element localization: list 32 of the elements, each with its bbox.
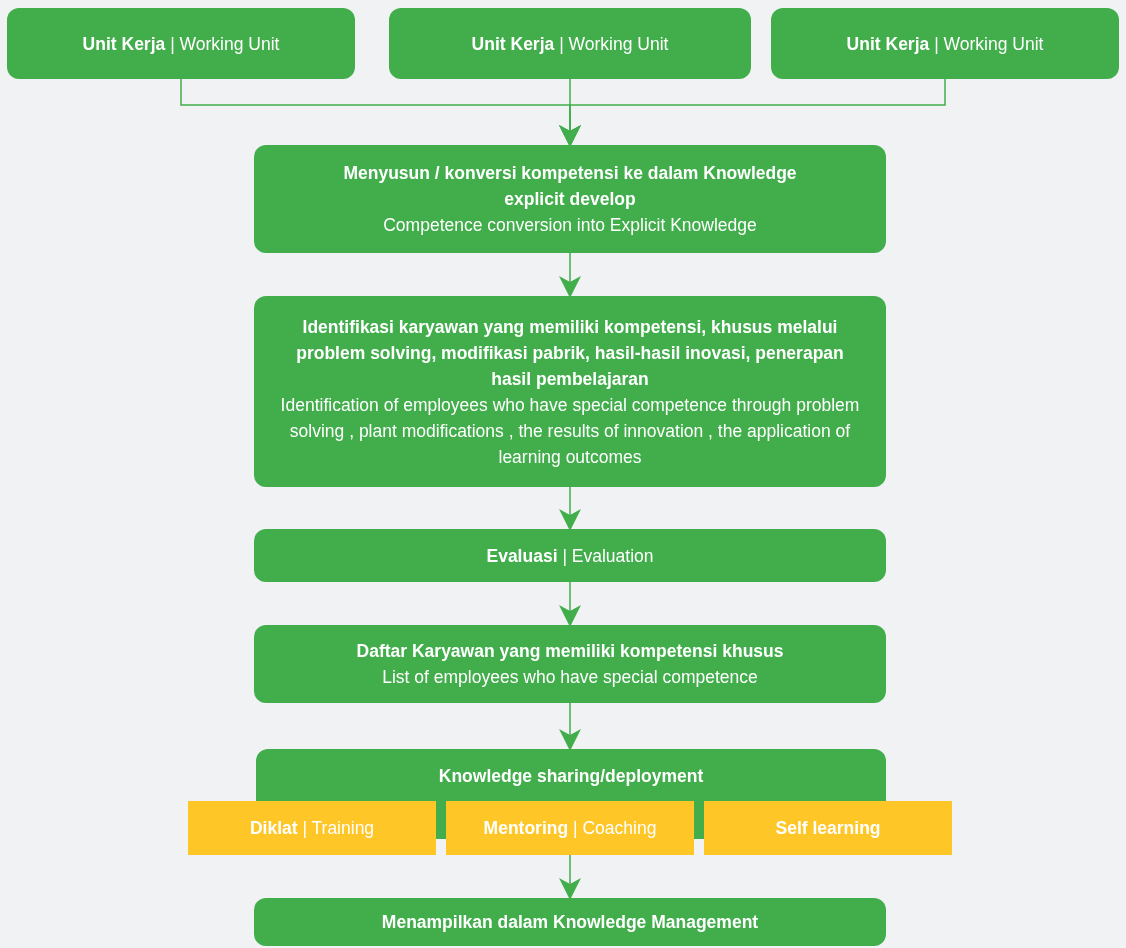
- arrow: [559, 486, 581, 531]
- process-box: [254, 529, 886, 582]
- process-box: [254, 898, 886, 946]
- box-heading: Evaluasi | Evaluation: [486, 544, 654, 568]
- box-heading: Menyusun / konversi kompetensi ke dalam Knowledge explicit develop: [342, 162, 798, 211]
- box-heading: Unit Kerja | Working Unit: [846, 32, 1044, 56]
- box-description: Identification of employees who have special competence through problem solving , plant modifications , the results of innovation , the application of learning outcomes: [279, 393, 861, 469]
- box-heading: Unit Kerja | Working Unit: [82, 32, 280, 56]
- box-description: Competence conversion into Explicit Knowledge: [383, 214, 757, 237]
- method-box: [188, 801, 436, 855]
- box-heading: Daftar Karyawan yang memiliki kompetensi khusus: [356, 640, 784, 663]
- method-box: [446, 801, 694, 855]
- process-box: [254, 296, 886, 487]
- process-box: [389, 8, 751, 79]
- method-box: [704, 801, 952, 855]
- process-box: [771, 8, 1119, 79]
- process-box: [254, 145, 886, 253]
- arrow: [559, 702, 581, 751]
- box-heading: Self learning: [775, 817, 881, 840]
- box-description: List of employees who have special competence: [382, 666, 758, 689]
- box-heading: Mentoring | Coaching: [483, 817, 657, 840]
- box-heading: Knowledge sharing/deployment: [438, 765, 704, 788]
- box-heading: Menampilkan dalam Knowledge Management: [381, 911, 759, 934]
- box-heading: Unit Kerja | Working Unit: [471, 32, 669, 56]
- arrow: [559, 252, 581, 298]
- process-box: [7, 8, 355, 79]
- arrow: [559, 78, 946, 147]
- arrow: [559, 581, 581, 627]
- process-box: [254, 625, 886, 703]
- box-heading: Identifikasi karyawan yang memiliki kompetensi, khusus melalui problem solving, modifikasi pabrik, hasil-hasil inovasi, penerapan hasil pembelajaran: [295, 315, 845, 391]
- box-heading: Diklat | Training: [249, 817, 375, 840]
- arrow: [559, 854, 581, 900]
